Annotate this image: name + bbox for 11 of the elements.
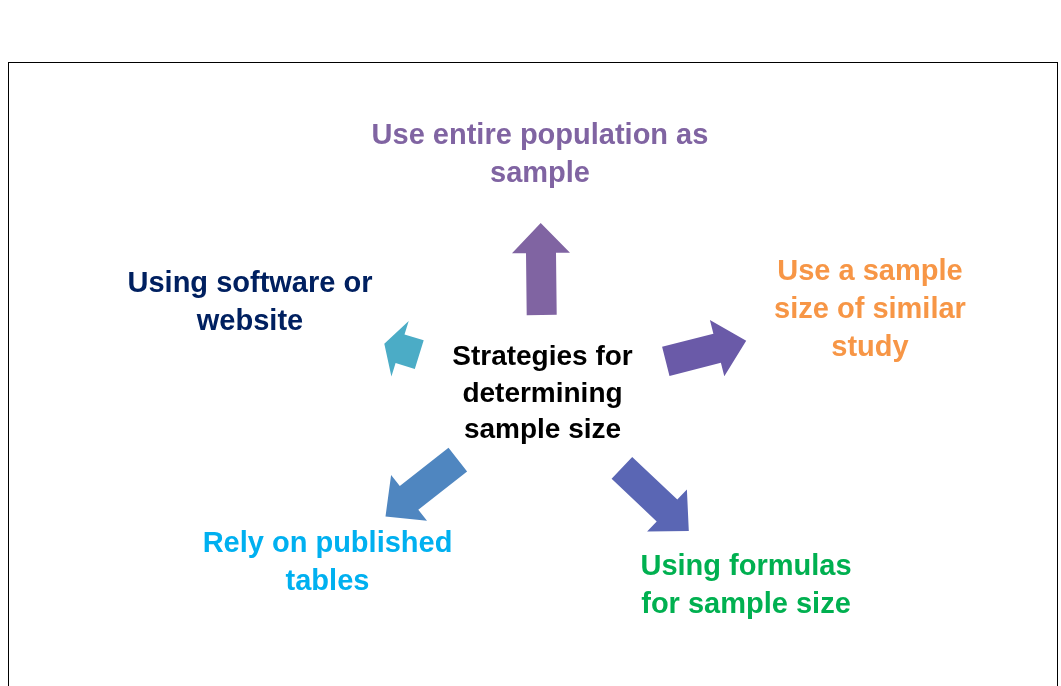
strategy-item: Use a sample size of similar study <box>752 246 988 372</box>
strategy-item: Using software or website <box>100 262 400 342</box>
central-topic: Strategies for determining sample size <box>425 332 660 454</box>
strategy-item: Rely on published tables <box>180 522 475 602</box>
block-arrow <box>512 223 570 316</box>
strategy-item: Use entire population as sample <box>330 102 750 206</box>
block-arrow <box>611 457 689 532</box>
strategy-item: Using formulas for sample size <box>618 545 874 625</box>
block-arrow <box>385 447 468 521</box>
block-arrow <box>662 320 747 377</box>
block-arrow <box>384 321 424 377</box>
